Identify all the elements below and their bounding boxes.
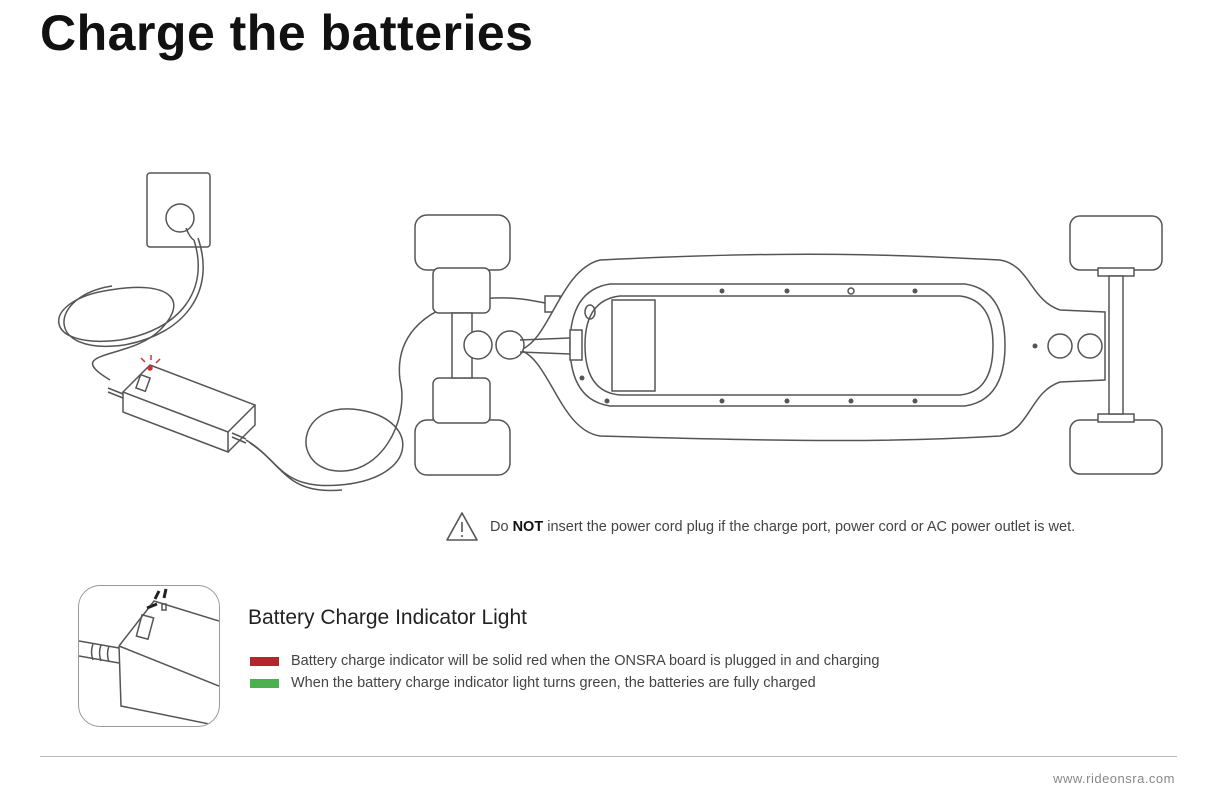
legend-text: Battery charge indicator will be solid r…: [291, 653, 880, 669]
indicator-legend: Battery charge indicator will be solid r…: [250, 650, 879, 694]
indicator-title: Battery Charge Indicator Light: [248, 606, 527, 629]
page-title: Charge the batteries: [40, 5, 534, 61]
warning-prefix: Do: [490, 519, 509, 535]
warning-text: insert the power cord plug if the charge…: [547, 519, 1076, 535]
skateboard-deck: [517, 253, 1106, 442]
charger-brick: [107, 355, 257, 454]
red-swatch: [250, 656, 279, 666]
legend-text: When the battery charge indicator light …: [291, 675, 816, 691]
charging-illustration: [58, 172, 1163, 492]
legend-item-red: Battery charge indicator will be solid r…: [250, 650, 879, 672]
charge-cable: [245, 295, 561, 492]
warning-emphasis: NOT: [512, 519, 544, 535]
green-swatch: [250, 678, 279, 688]
charger-closeup-image: [78, 585, 220, 727]
front-wheels: [414, 214, 583, 476]
warning-icon: [446, 512, 478, 541]
rear-wheels: [1047, 215, 1163, 475]
footer-divider: [40, 756, 1177, 757]
wall-outlet-icon: [146, 172, 211, 248]
power-cord: [58, 237, 204, 381]
footer-url: www.rideonsra.com: [1053, 771, 1175, 786]
legend-item-green: When the battery charge indicator light …: [250, 672, 879, 694]
wet-warning: Do NOT insert the power cord plug if the…: [444, 510, 1075, 544]
